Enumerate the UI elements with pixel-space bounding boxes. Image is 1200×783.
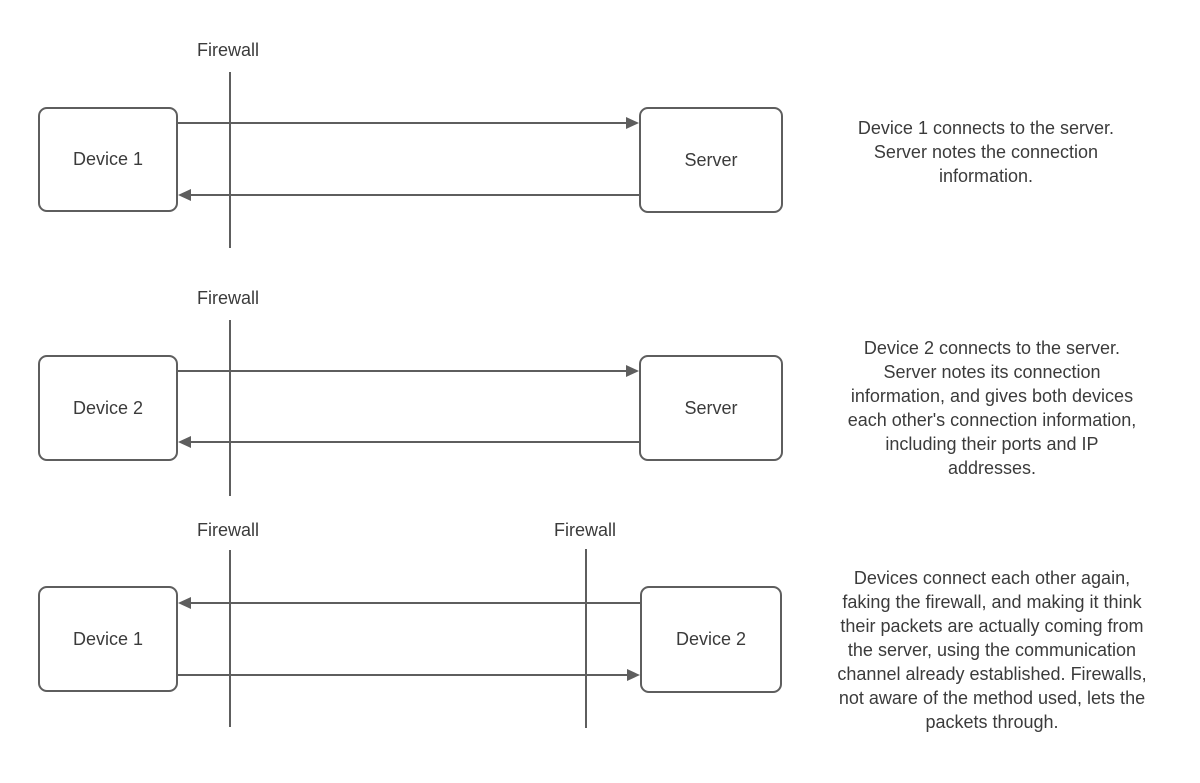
step-3-arrow-to-device-2	[178, 669, 640, 681]
step-1-firewall-label: Firewall	[196, 40, 259, 60]
step-2-device-2-box: Device 2	[38, 355, 178, 461]
step-1-server-label: Server	[684, 149, 738, 170]
step-3-description: Devices connect each other again, faking…	[837, 568, 1147, 732]
step-1-device-1-box: Device 1	[38, 107, 178, 212]
step-3-device-1-label: Device 1	[72, 628, 144, 649]
arrow-right-icon	[626, 365, 639, 377]
step-2-arrow-to-device	[178, 436, 639, 448]
step-2-arrow-to-server	[178, 365, 639, 377]
step-3-firewall-1-line	[229, 550, 231, 727]
arrow-left-icon	[178, 597, 191, 609]
step-2-server-label: Server	[684, 397, 738, 418]
step-2-device-2-label: Device 2	[72, 397, 144, 418]
step-3-firewall-1-label: Firewall	[196, 520, 259, 540]
step-3-firewall-2-label: Firewall	[553, 520, 616, 540]
step-1-device-1-label: Device 1	[72, 149, 144, 169]
arrow-right-icon	[627, 669, 640, 681]
step-2-description: Device 2 connects to the server. Server …	[847, 338, 1137, 478]
arrow-left-icon	[178, 189, 191, 201]
arrow-right-icon	[626, 117, 639, 129]
step-3-device-1-box: Device 1	[38, 586, 178, 692]
step-2-firewall-label: Firewall	[196, 288, 259, 308]
step-1-description: Device 1 connects to the server. Server …	[857, 118, 1115, 186]
step-3-device-2-label: Device 2	[675, 629, 747, 649]
step-2-server-box: Server	[639, 355, 783, 461]
step-1-arrow-to-server	[178, 117, 639, 129]
step-3-device-2-box: Device 2	[640, 586, 782, 693]
step-3-arrow-to-device-1	[178, 597, 640, 609]
step-1-server-box: Server	[639, 107, 783, 213]
step-1-arrow-to-device	[178, 189, 639, 201]
step-2-firewall-line	[229, 320, 231, 496]
arrow-left-icon	[178, 436, 191, 448]
step-1-firewall-line	[229, 72, 231, 248]
step-3-firewall-2-line	[585, 549, 587, 728]
